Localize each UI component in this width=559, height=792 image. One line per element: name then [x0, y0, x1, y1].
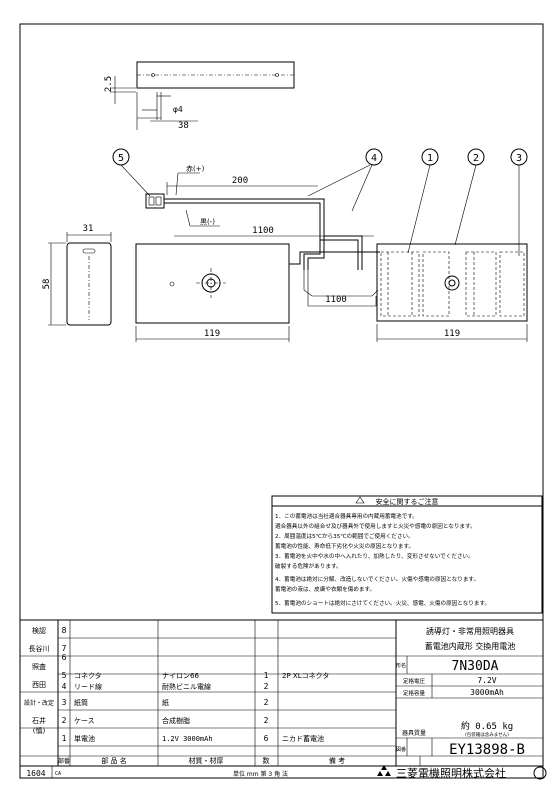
- safety-line-9: 5．蓄電池のショートは絶対にさけてください。火災、感電、火傷の原因となります。: [275, 599, 490, 607]
- dim-hole-distance: 38: [178, 121, 189, 131]
- balloon-3: 3: [516, 153, 522, 164]
- dim-lead-1100-top: 1100: [252, 226, 274, 236]
- part-no: 3: [62, 698, 67, 707]
- safety-line-3: 2．周囲温度は5℃から35℃の範囲でご使用ください。: [275, 532, 414, 540]
- label-model: 形名: [396, 662, 406, 669]
- part-material: 耐熱ビニル電線: [162, 682, 211, 691]
- balloon-1: 1: [427, 153, 433, 164]
- connector: [145, 193, 165, 209]
- mounting-plate-view: 2.5 φ4 38: [104, 61, 295, 131]
- part-material: 紙: [162, 698, 169, 707]
- part-balloons: 5 4 1 2 3: [112, 148, 528, 256]
- name-nishida: 西田: [32, 681, 46, 689]
- header-qty: 数: [263, 756, 270, 765]
- safety-line-2: 適合器具以外の組合せ及び器具外で使用しますと火災や感電の原因となります。: [275, 522, 476, 530]
- part-no: 2: [62, 716, 67, 725]
- dim-thickness: 2.5: [104, 76, 114, 92]
- balloon-4: 4: [371, 153, 377, 164]
- dim-width-31: 31: [83, 224, 94, 234]
- product-title-1: 誘導灯・非常用照明器具: [426, 626, 514, 636]
- row-num-8: 8: [62, 626, 67, 635]
- part-no: 1: [62, 734, 67, 743]
- part-remark: 2P XLコネクタ: [282, 671, 329, 680]
- label-design: 設計・改定: [24, 699, 54, 707]
- name-ishii: 石井: [32, 716, 46, 725]
- title-block: 検認 長谷川 照査 西田 設計・改定 石井 (慎) 8 7 6 5 コネクタ ナ…: [19, 619, 547, 780]
- part-qty: 2: [264, 716, 269, 725]
- part-no: 4: [62, 682, 67, 691]
- part-name: リード線: [74, 682, 102, 691]
- part-qty: 6: [264, 734, 269, 743]
- part-no: 5: [62, 671, 67, 680]
- product-title-2: 蓄電池内蔵形 交換用電池: [425, 641, 516, 651]
- label-weight: 器具質量: [402, 729, 426, 737]
- name-yasu: (慎): [33, 726, 46, 735]
- label-approve: 照査: [32, 662, 46, 671]
- dim-length-119-right: 119: [444, 329, 460, 339]
- label-voltage: 定格電圧: [403, 677, 426, 685]
- dim-lead-200: 200: [232, 176, 248, 186]
- weight-value: 約 0.65 kg: [461, 720, 513, 732]
- safety-line-5: 3．蓄電池を火中や水の中へ入れたり、加熱したり、変形させないでください。: [275, 552, 474, 560]
- part-name: ケース: [74, 717, 95, 725]
- part-name: 紙筒: [74, 698, 88, 707]
- balloon-2: 2: [473, 153, 479, 164]
- part-name: コネクタ: [74, 671, 102, 680]
- balloon-5: 5: [118, 153, 124, 164]
- part-qty: 2: [264, 698, 269, 707]
- mitsubishi-logo-icon: [377, 765, 391, 776]
- part-remark: ニカド蓄電池: [282, 734, 324, 743]
- side-view: 31 58: [42, 224, 112, 326]
- row-num-7: 7: [62, 644, 67, 653]
- name-hasegawa: 長谷川: [29, 644, 50, 653]
- safety-notice: 安全に関するご注意 1．この蓄電池は当社適合器具専用の内蔵用蓄電池です。 適合器…: [271, 495, 543, 614]
- weight-note: (包装箱は含みません): [465, 731, 509, 738]
- part-qty: 2: [264, 682, 269, 691]
- rated-capacity: 3000mAh: [470, 688, 504, 697]
- part-material: ナイロン66: [162, 672, 199, 680]
- revision-code: CA: [55, 771, 61, 777]
- interconnect-lead: 1100: [289, 251, 380, 307]
- part-qty: 1: [264, 671, 269, 680]
- warning-icon: [355, 496, 365, 504]
- model-number: 7N30DA: [452, 659, 499, 674]
- part-material: 合成樹脂: [162, 716, 190, 725]
- header-part-name: 部 品 名: [101, 756, 126, 765]
- safety-title: 安全に関するご注意: [376, 497, 439, 506]
- unit-projection: 単位 mm 第 3 角 法: [233, 770, 288, 778]
- sheet-border: [19, 23, 544, 779]
- rated-voltage: 7.2V: [477, 676, 496, 685]
- dim-height-58: 58: [42, 279, 52, 290]
- registered-circle-icon: [533, 766, 547, 780]
- parts-list: 5 コネクタ ナイロン66 1 2P XLコネクタ 4 リード線 耐熱ビニル電線…: [62, 671, 330, 743]
- header-part-no: 部番: [58, 757, 70, 765]
- label-drawing-no: 図番: [396, 746, 406, 753]
- cell-pack-view: 119: [376, 243, 528, 342]
- dim-lead-1100-bottom: 1100: [325, 295, 347, 305]
- label-review: 検認: [32, 626, 46, 635]
- part-material: 1.2V 3000mAh: [162, 735, 213, 743]
- dim-hole-diameter: φ4: [173, 105, 183, 114]
- safety-line-6: 破裂する危険があります。: [275, 562, 342, 570]
- dim-length-119-left: 119: [204, 329, 220, 339]
- safety-line-7: 4．蓄電池は絶対に分解、改造しないでください。火傷や感電の原因となります。: [275, 575, 479, 583]
- label-black-minus: 黒(-): [200, 218, 215, 226]
- lead-wires: 200 赤(+) 黒(-) 1100: [145, 165, 374, 270]
- date-code: 1604: [26, 769, 45, 778]
- front-pack-view: 119: [135, 243, 290, 342]
- drawing-number: EY13898-B: [449, 742, 525, 758]
- safety-line-1: 1．この蓄電池は当社適合器具専用の内蔵用蓄電池です。: [275, 512, 418, 520]
- header-remarks: 備 考: [329, 756, 345, 765]
- safety-line-4: 蓄電池の性能、寿命低下劣化や火災の原因となります。: [275, 542, 414, 550]
- company-name: 三菱電機照明株式会社: [396, 766, 506, 780]
- label-red-plus: 赤(+): [186, 165, 205, 173]
- part-name: 単電池: [74, 734, 95, 743]
- label-capacity: 定格容量: [403, 689, 426, 697]
- header-material: 材質・材厚: [189, 756, 224, 765]
- safety-line-8: 蓄電池の液は、皮膚や衣類を傷めます。: [275, 585, 375, 593]
- row-num-6: 6: [62, 653, 67, 662]
